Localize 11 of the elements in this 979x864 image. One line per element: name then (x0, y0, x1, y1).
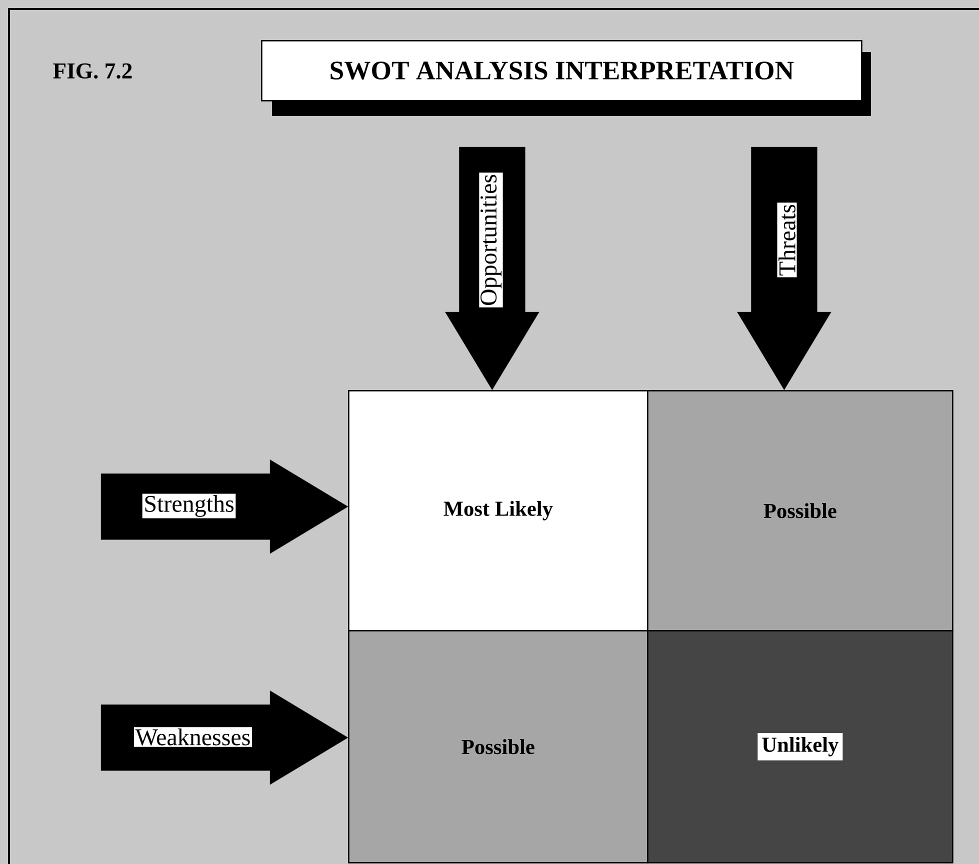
matrix-cell: Possible (647, 390, 954, 632)
matrix-cell: Possible (348, 630, 648, 864)
matrix-cell: Most Likely (348, 390, 648, 632)
block-arrow (737, 146, 832, 390)
edge-label: Opportunities (479, 172, 503, 308)
matrix-cell: Unlikely (647, 630, 954, 864)
figure-number: FIG. 7.2 (53, 63, 132, 79)
edge-label: Strengths (142, 494, 236, 518)
title-box: SWOT ANALYSIS INTERPRETATION (261, 40, 871, 116)
edge-label: Weaknesses (134, 727, 252, 747)
edge-label: Threats (777, 202, 797, 278)
